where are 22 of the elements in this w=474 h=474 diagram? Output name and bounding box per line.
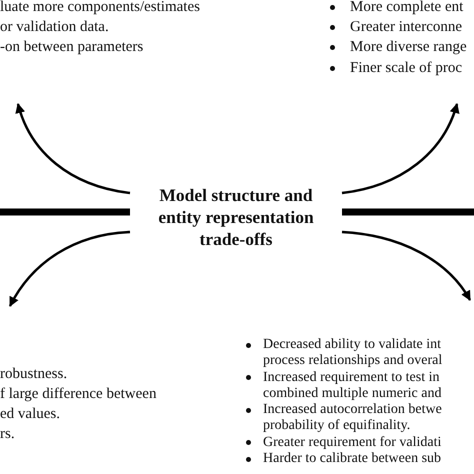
list-item-text: Decreased ability to validate int process relationships and overal: [263, 337, 444, 370]
central-heading: Model structure and entity representation trade-offs: [157, 184, 315, 250]
curved-arrow: [16, 103, 130, 194]
list-item-text: More complete ent: [350, 0, 464, 17]
list-item-text: Greater requirement for validati: [263, 434, 442, 452]
thick-line: [0, 208, 130, 216]
list-item-text: Harder to calibrate between sub: [263, 451, 442, 468]
list-item-text: Increased requirement to test in combined multiple numeric and: [263, 370, 442, 402]
list-item-text: More diverse range: [350, 38, 468, 57]
thick-line: [342, 208, 474, 216]
list-item-text: luate more components/estimates: [0, 0, 201, 17]
list-item-text: Increased autocorrelation betwe probability of equifinality.: [263, 402, 443, 435]
list-item-text: f large difference between ed values.: [0, 385, 158, 424]
curved-arrow: [8, 230, 130, 307]
list-item-text: Greater interconne: [350, 18, 464, 37]
curved-arrow: [342, 230, 472, 301]
list-item-text: Finer scale of proc: [350, 59, 464, 78]
list-item-text: rs.: [0, 425, 16, 444]
curved-arrow: [342, 103, 459, 194]
list-item-text: -on between parameters: [0, 38, 144, 57]
list-item-text: robustness.: [0, 365, 68, 384]
list-item-text: or validation data.: [0, 18, 110, 37]
